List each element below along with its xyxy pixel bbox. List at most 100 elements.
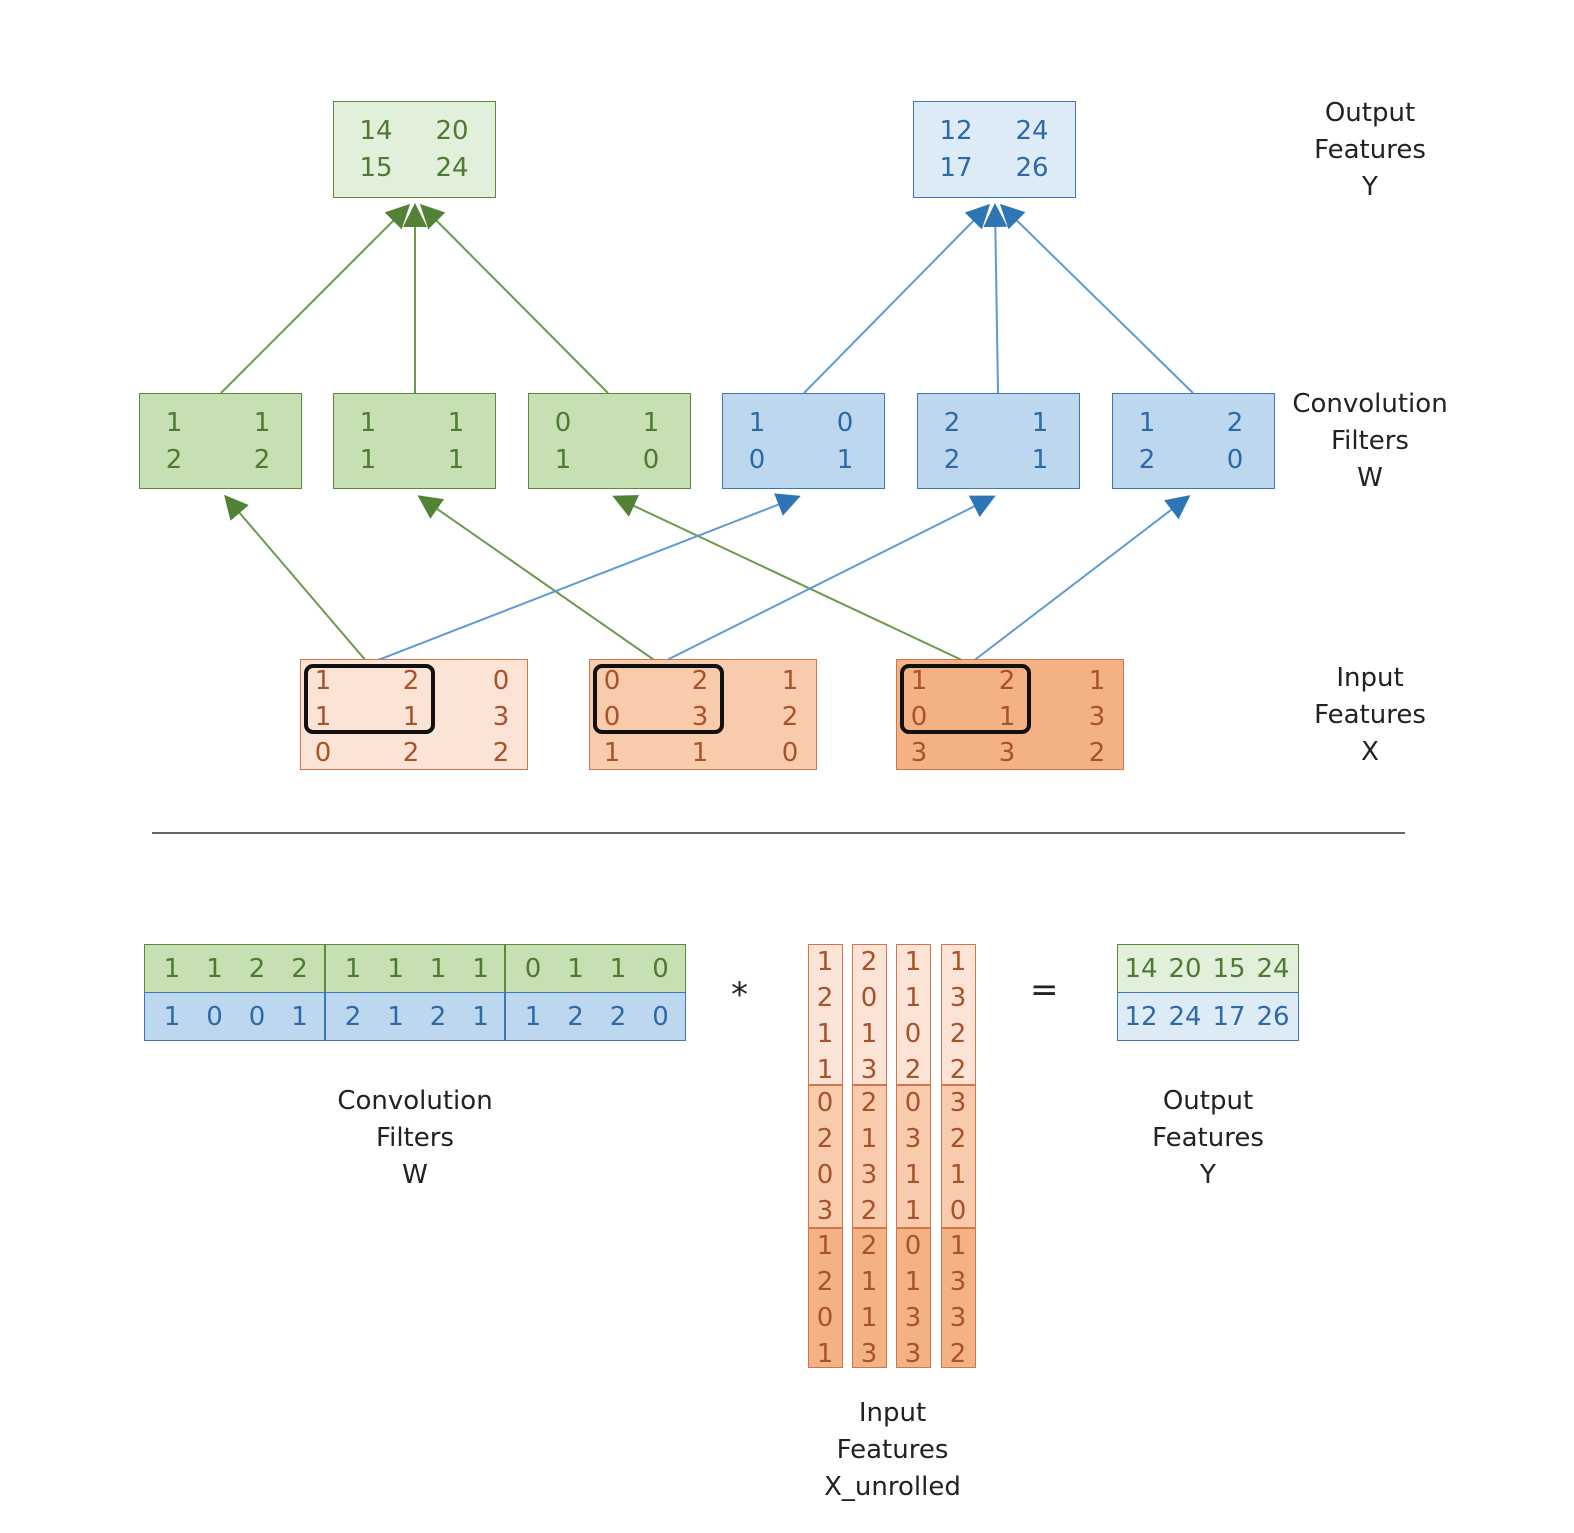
matrix-value: 1 (748, 408, 766, 438)
input-value: 1 (314, 702, 332, 732)
receptive-field-highlight (304, 664, 435, 734)
matrix-value: 1 (429, 954, 447, 984)
matrix-value: 1 (165, 408, 183, 438)
matrix-value: 1 (836, 445, 854, 475)
matrix-value: 2 (1138, 445, 1156, 475)
unrolled-value: 1 (816, 1055, 834, 1085)
unrolled-value: 2 (904, 1055, 922, 1085)
unrolled-value: 1 (904, 1267, 922, 1297)
label-line: Features (836, 1435, 949, 1465)
unrolled-value: 3 (816, 1196, 834, 1226)
label-line: Convolution (337, 1086, 493, 1116)
matrix-value: 24 (1015, 116, 1049, 146)
input-value: 3 (691, 702, 709, 732)
output-value: 15 (1212, 954, 1246, 984)
input-value: 1 (402, 702, 420, 732)
arrow-input-to-filter (372, 493, 801, 663)
input-value: 2 (492, 738, 510, 768)
unrolled-value: 0 (904, 1019, 922, 1049)
input-value: 1 (691, 738, 709, 768)
label-line: W (1357, 463, 1383, 493)
label-line: W (402, 1160, 428, 1190)
input-value: 1 (1088, 666, 1106, 696)
unrolled-value: 1 (816, 1231, 834, 1261)
matrix-value: 0 (836, 408, 854, 438)
unrolled-value: 0 (860, 983, 878, 1013)
unrolled-value: 2 (816, 1267, 834, 1297)
unrolled-value: 2 (860, 1231, 878, 1261)
matrix-value: 2 (1226, 408, 1244, 438)
output-value: 24 (1168, 1002, 1202, 1032)
matrix-value: 1 (253, 408, 271, 438)
matrix-value: 2 (344, 1002, 362, 1032)
unrolled-value: 1 (860, 1303, 878, 1333)
unrolled-value: 1 (904, 1196, 922, 1226)
matrix-value: 1 (1138, 408, 1156, 438)
input-value: 1 (314, 666, 332, 696)
unrolled-value: 3 (904, 1303, 922, 1333)
input-value: 3 (910, 738, 928, 768)
unrolled-value: 2 (949, 1339, 967, 1369)
matrix-value: 2 (291, 954, 308, 984)
matrix-value: 1 (163, 1002, 181, 1032)
output-value: 24 (1256, 954, 1290, 984)
input-value: 1 (910, 666, 928, 696)
output-value: 17 (1212, 1002, 1246, 1032)
input-value: 2 (402, 738, 420, 768)
unrolled-value: 1 (860, 1267, 878, 1297)
label-line: Convolution (1292, 389, 1448, 419)
matrix-value: 1 (447, 445, 465, 475)
matrix-value: 17 (939, 153, 973, 183)
arrow-input-to-filter (612, 495, 967, 663)
matrix-value: 1 (387, 954, 404, 984)
matrix-value: 0 (748, 445, 766, 475)
matrix-value: 1 (163, 954, 181, 984)
matrix-value: 1 (344, 954, 362, 984)
arrow-filter-to-output (803, 203, 991, 394)
matrix-value: 0 (652, 1002, 669, 1032)
matrix-value: 0 (248, 1002, 266, 1032)
label-line: X_unrolled (824, 1472, 961, 1502)
unrolled-value: 1 (949, 947, 967, 977)
arrow-input-to-filter (224, 494, 368, 663)
unrolled-value: 0 (816, 1303, 834, 1333)
unrolled-value: 1 (949, 1160, 967, 1190)
matrix-value: 2 (609, 1002, 627, 1032)
matrix-value: 2 (253, 445, 271, 475)
matrix-value: 0 (642, 445, 660, 475)
label-line: Output (1162, 1086, 1254, 1116)
matrix-value: 1 (472, 1002, 489, 1032)
output-value: 26 (1256, 1002, 1290, 1032)
matrix-value: 1 (291, 1002, 308, 1032)
matrix-value: 1 (472, 954, 489, 984)
label-line: Input (858, 1398, 927, 1428)
matrix-value: 1 (642, 408, 660, 438)
label-line: Features (1152, 1123, 1264, 1153)
unrolled-value: 2 (860, 947, 878, 977)
label-line: Features (1314, 135, 1426, 165)
unrolled-value: 0 (949, 1196, 967, 1226)
